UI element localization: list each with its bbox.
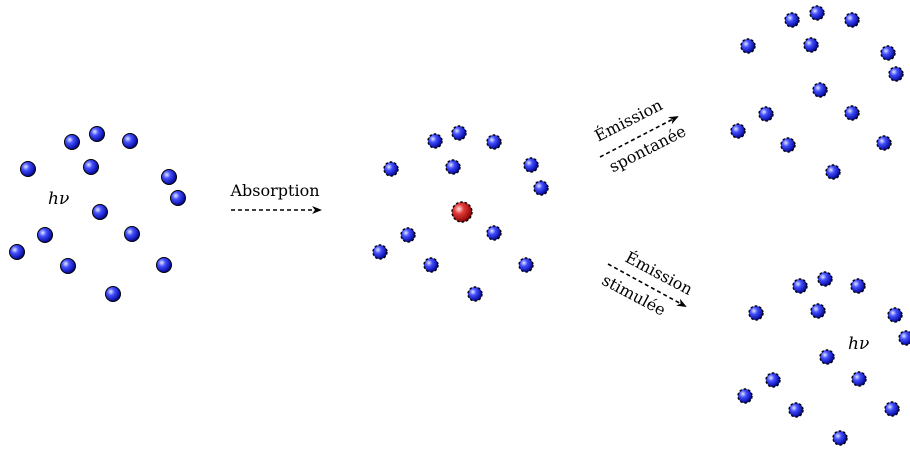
ground-state-atom <box>884 401 900 417</box>
stimulated-emission-arrow <box>607 263 687 307</box>
ground-state-atom <box>748 305 764 321</box>
ground-state-atom <box>825 164 841 180</box>
spontaneous-result-cluster <box>730 5 904 180</box>
excited-atom-cluster <box>372 125 549 302</box>
ground-state-atom <box>730 123 746 139</box>
ground-state-atom <box>83 159 99 175</box>
ground-state-atom <box>758 106 774 122</box>
ground-state-atom <box>850 278 866 294</box>
ground-state-atom <box>445 159 461 175</box>
ground-state-atom <box>372 244 388 260</box>
ground-state-atom <box>810 303 826 319</box>
ground-state-atom <box>105 286 121 302</box>
ground-state-atom <box>427 133 443 149</box>
ground-state-atom <box>832 430 848 446</box>
ground-state-atom <box>888 66 904 82</box>
ground-state-atom <box>737 388 753 404</box>
ground-state-atom <box>451 125 467 141</box>
ground-state-atom <box>812 82 828 98</box>
ground-state-atom <box>122 133 138 149</box>
ground-state-atom <box>383 161 399 177</box>
initial-atom-cluster <box>9 126 186 302</box>
ground-state-atom <box>518 257 534 273</box>
ground-state-atom <box>740 38 756 54</box>
ground-state-atom <box>898 330 910 346</box>
ground-state-atom <box>523 157 539 173</box>
ground-state-atom <box>37 227 53 243</box>
ground-state-atom <box>803 37 819 53</box>
ground-state-atom <box>851 371 867 387</box>
ground-state-atom <box>784 12 800 28</box>
spontaneous-emission-arrow <box>599 116 679 158</box>
ground-state-atom <box>467 286 483 302</box>
stimulated-result-cluster <box>737 271 910 446</box>
ground-state-atom <box>92 204 108 220</box>
ground-state-atom <box>423 257 439 273</box>
ground-state-atom <box>400 227 416 243</box>
ground-state-atom <box>817 271 833 287</box>
ground-state-atom <box>887 307 903 323</box>
ground-state-atom <box>880 45 896 61</box>
photon-out-label: hν <box>848 334 869 354</box>
ground-state-atom <box>792 278 808 294</box>
ground-state-atom <box>170 190 186 206</box>
ground-state-atom <box>124 226 140 242</box>
ground-state-atom <box>89 126 105 142</box>
ground-state-atom <box>9 244 25 260</box>
ground-state-atom <box>486 225 502 241</box>
ground-state-atom <box>161 169 177 185</box>
ground-state-atom <box>156 257 172 273</box>
ground-state-atom <box>780 137 796 153</box>
excited-atom <box>451 201 473 223</box>
ground-state-atom <box>788 402 804 418</box>
absorption-label: Absorption <box>229 181 319 200</box>
ground-state-atom <box>533 180 549 196</box>
ground-state-atom <box>64 134 80 150</box>
ground-state-atom <box>876 135 892 151</box>
photon-in-label: hν <box>48 189 69 209</box>
ground-state-atom <box>60 258 76 274</box>
ground-state-atom <box>20 161 36 177</box>
ground-state-atom <box>844 105 860 121</box>
ground-state-atom <box>819 349 835 365</box>
ground-state-atom <box>844 12 860 28</box>
ground-state-atom <box>765 372 781 388</box>
ground-state-atom <box>809 5 825 21</box>
ground-state-atom <box>486 134 502 150</box>
